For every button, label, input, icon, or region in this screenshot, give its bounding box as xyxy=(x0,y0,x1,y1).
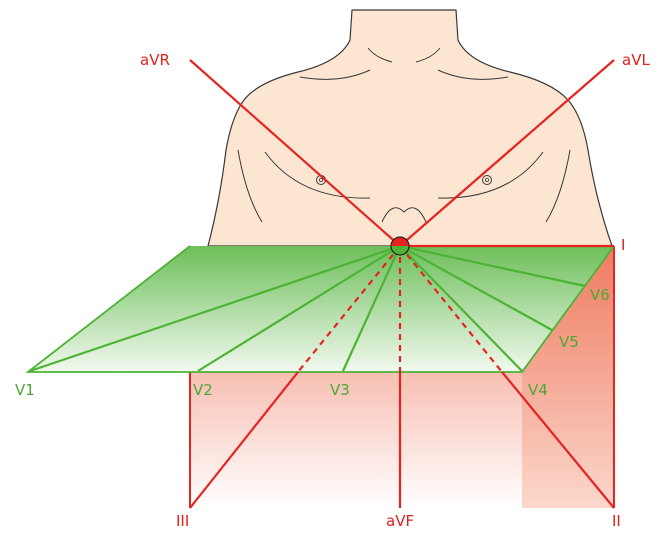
axis-V3 xyxy=(341,245,402,372)
pectoral-right xyxy=(437,151,544,199)
axis-V5 xyxy=(399,245,553,331)
label-V5: V5 xyxy=(559,333,579,351)
pectoral-left xyxy=(264,151,371,199)
neck-line-right xyxy=(415,47,441,63)
axis-II-dashed xyxy=(399,245,503,373)
label-I: I xyxy=(621,236,626,254)
clavicle-left xyxy=(299,69,371,80)
torso-figure xyxy=(207,9,613,247)
label-aVL: aVL xyxy=(622,51,650,69)
sternum-notch xyxy=(381,207,427,223)
label-aVF: aVF xyxy=(386,512,415,530)
label-III: III xyxy=(176,512,190,530)
axis-III-dashed xyxy=(297,245,401,373)
label-V4: V4 xyxy=(528,381,548,399)
clavicle-right xyxy=(437,69,509,80)
axis-III xyxy=(189,371,299,509)
label-II: II xyxy=(612,512,621,530)
label-V1: V1 xyxy=(15,381,35,399)
axis-aVR xyxy=(189,59,401,247)
arm-crease-left xyxy=(237,149,263,223)
axis-V6 xyxy=(399,244,586,288)
horizontal-plane-panel xyxy=(28,246,614,372)
neck-line-left xyxy=(367,47,393,63)
nipple-right xyxy=(482,175,492,185)
limb-lead-axes xyxy=(189,59,615,509)
horizontal-plane-edge xyxy=(25,245,615,373)
arm-crease-right xyxy=(545,149,571,223)
label-V2: V2 xyxy=(193,381,213,399)
axis-V4 xyxy=(399,245,523,372)
axis-V1 xyxy=(29,244,401,373)
axis-aVL xyxy=(399,59,615,247)
chest-lead-axes xyxy=(29,244,586,373)
label-V6: V6 xyxy=(590,286,610,304)
heart-center-marker xyxy=(390,236,410,256)
axis-V2 xyxy=(197,245,401,372)
frontal-plane-side xyxy=(522,246,614,508)
label-V3: V3 xyxy=(330,381,350,399)
torso-body xyxy=(207,9,613,247)
axis-II xyxy=(501,371,615,509)
label-aVR: aVR xyxy=(140,51,170,69)
